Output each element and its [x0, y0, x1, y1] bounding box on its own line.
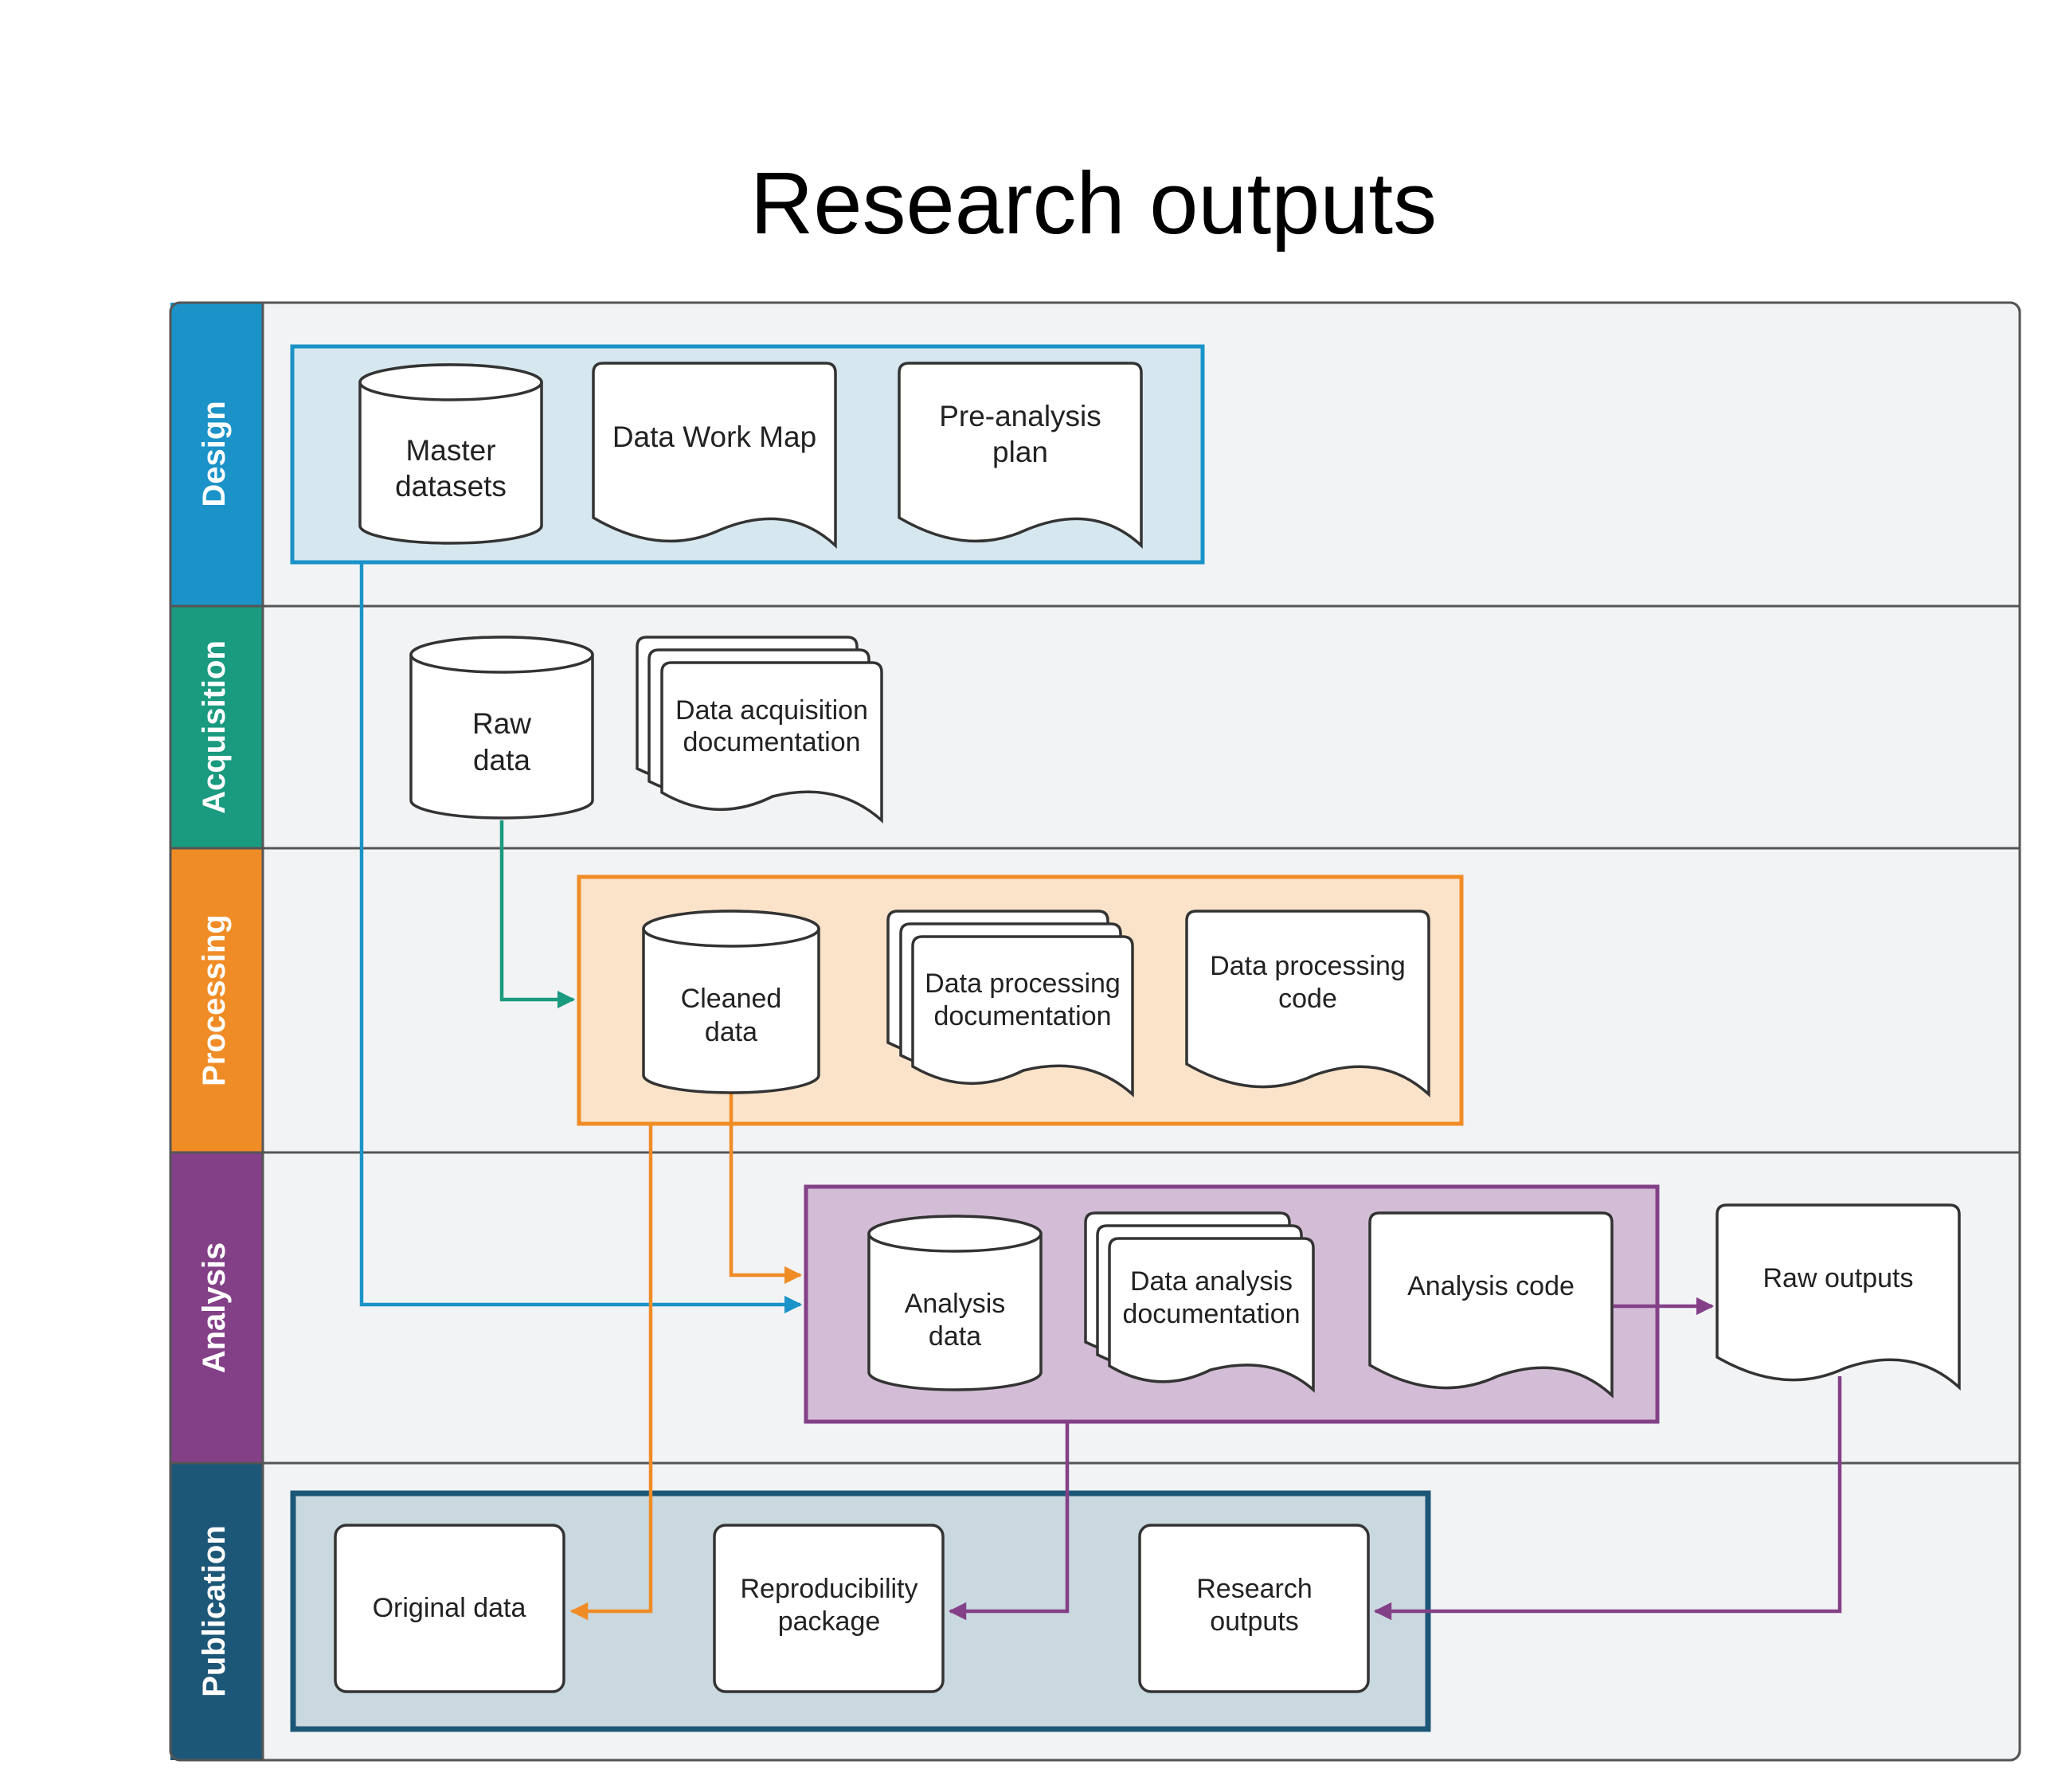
node-data-processing-code: Data processing code	[1185, 910, 1430, 1098]
svg-text:package: package	[778, 1606, 881, 1637]
node-reproducibility-package: Reproducibility package	[713, 1524, 945, 1693]
svg-text:Master: Master	[405, 434, 495, 467]
svg-text:data: data	[473, 744, 530, 777]
diagram-title: Research outputs	[750, 155, 1437, 252]
connectors	[359, 564, 1842, 1621]
edge-raw-data-to-processing	[499, 820, 576, 1009]
lane-header-publication	[170, 1463, 263, 1760]
lane-label-processing: Processing	[197, 914, 232, 1086]
node-master-datasets: Master datasets	[358, 363, 543, 545]
lane-label-design: Design	[197, 401, 232, 507]
svg-text:Cleaned: Cleaned	[681, 984, 782, 1014]
lane-header-processing	[170, 848, 263, 1152]
node-data-acquisition-documentation: Data acquisition documentation	[636, 636, 883, 824]
edge-analysis-to-reproducibility	[948, 1423, 1070, 1621]
edge-processing-to-original-data	[569, 1125, 653, 1621]
svg-text:Analysis code: Analysis code	[1407, 1271, 1575, 1301]
svg-text:documentation: documentation	[1122, 1299, 1300, 1329]
svg-text:Research: Research	[1196, 1574, 1313, 1604]
lane-label-acquisition: Acquisition	[197, 640, 232, 814]
node-research-outputs: Research outputs	[1138, 1524, 1370, 1693]
edge-master-datasets-to-analysis	[359, 564, 803, 1314]
svg-text:Analysis: Analysis	[905, 1289, 1006, 1319]
svg-text:Data processing: Data processing	[925, 968, 1121, 999]
node-cleaned-data: Cleaned data	[642, 910, 820, 1094]
node-analysis-code: Analysis code	[1368, 1211, 1614, 1399]
node-pre-analysis-plan: Pre-analysis plan	[898, 362, 1143, 550]
lane-label-publication: Publication	[197, 1525, 232, 1697]
svg-text:documentation: documentation	[683, 727, 860, 757]
node-data-analysis-documentation: Data analysis documentation	[1084, 1211, 1315, 1393]
svg-text:Reproducibility: Reproducibility	[741, 1574, 918, 1604]
edge-cleaned-data-to-analysis	[729, 1093, 803, 1285]
node-original-data: Original data	[334, 1524, 565, 1693]
svg-text:code: code	[1278, 984, 1337, 1014]
svg-text:datasets: datasets	[395, 470, 507, 503]
svg-text:Data analysis: Data analysis	[1130, 1266, 1293, 1297]
node-analysis-data: Analysis data	[867, 1215, 1043, 1391]
node-raw-outputs: Raw outputs	[1716, 1203, 1961, 1391]
svg-text:data: data	[929, 1321, 981, 1352]
lane-header-design	[170, 303, 263, 606]
svg-text:Original data: Original data	[373, 1593, 526, 1623]
svg-text:plan: plan	[992, 436, 1048, 468]
node-raw-data: Raw data	[409, 636, 594, 820]
node-data-work-map: Data Work Map	[592, 362, 837, 550]
lane-header-analysis	[170, 1152, 263, 1463]
svg-text:outputs: outputs	[1210, 1606, 1299, 1637]
svg-text:Data acquisition: Data acquisition	[675, 695, 868, 726]
edge-raw-outputs-to-research-outputs	[1373, 1376, 1842, 1621]
svg-text:Pre-analysis: Pre-analysis	[939, 400, 1101, 432]
svg-text:data: data	[705, 1017, 757, 1047]
svg-text:Data Work Map: Data Work Map	[612, 421, 816, 453]
lane-headers	[170, 303, 263, 1760]
svg-text:Data processing: Data processing	[1210, 951, 1406, 981]
svg-text:documentation: documentation	[933, 1001, 1111, 1031]
lane-header-acquisition	[170, 606, 263, 848]
svg-text:Raw: Raw	[472, 707, 531, 740]
node-data-processing-documentation: Data processing documentation	[886, 910, 1134, 1098]
lane-dividers	[170, 303, 2020, 1760]
svg-text:Raw outputs: Raw outputs	[1763, 1263, 1914, 1293]
lane-label-analysis: Analysis	[197, 1242, 232, 1374]
